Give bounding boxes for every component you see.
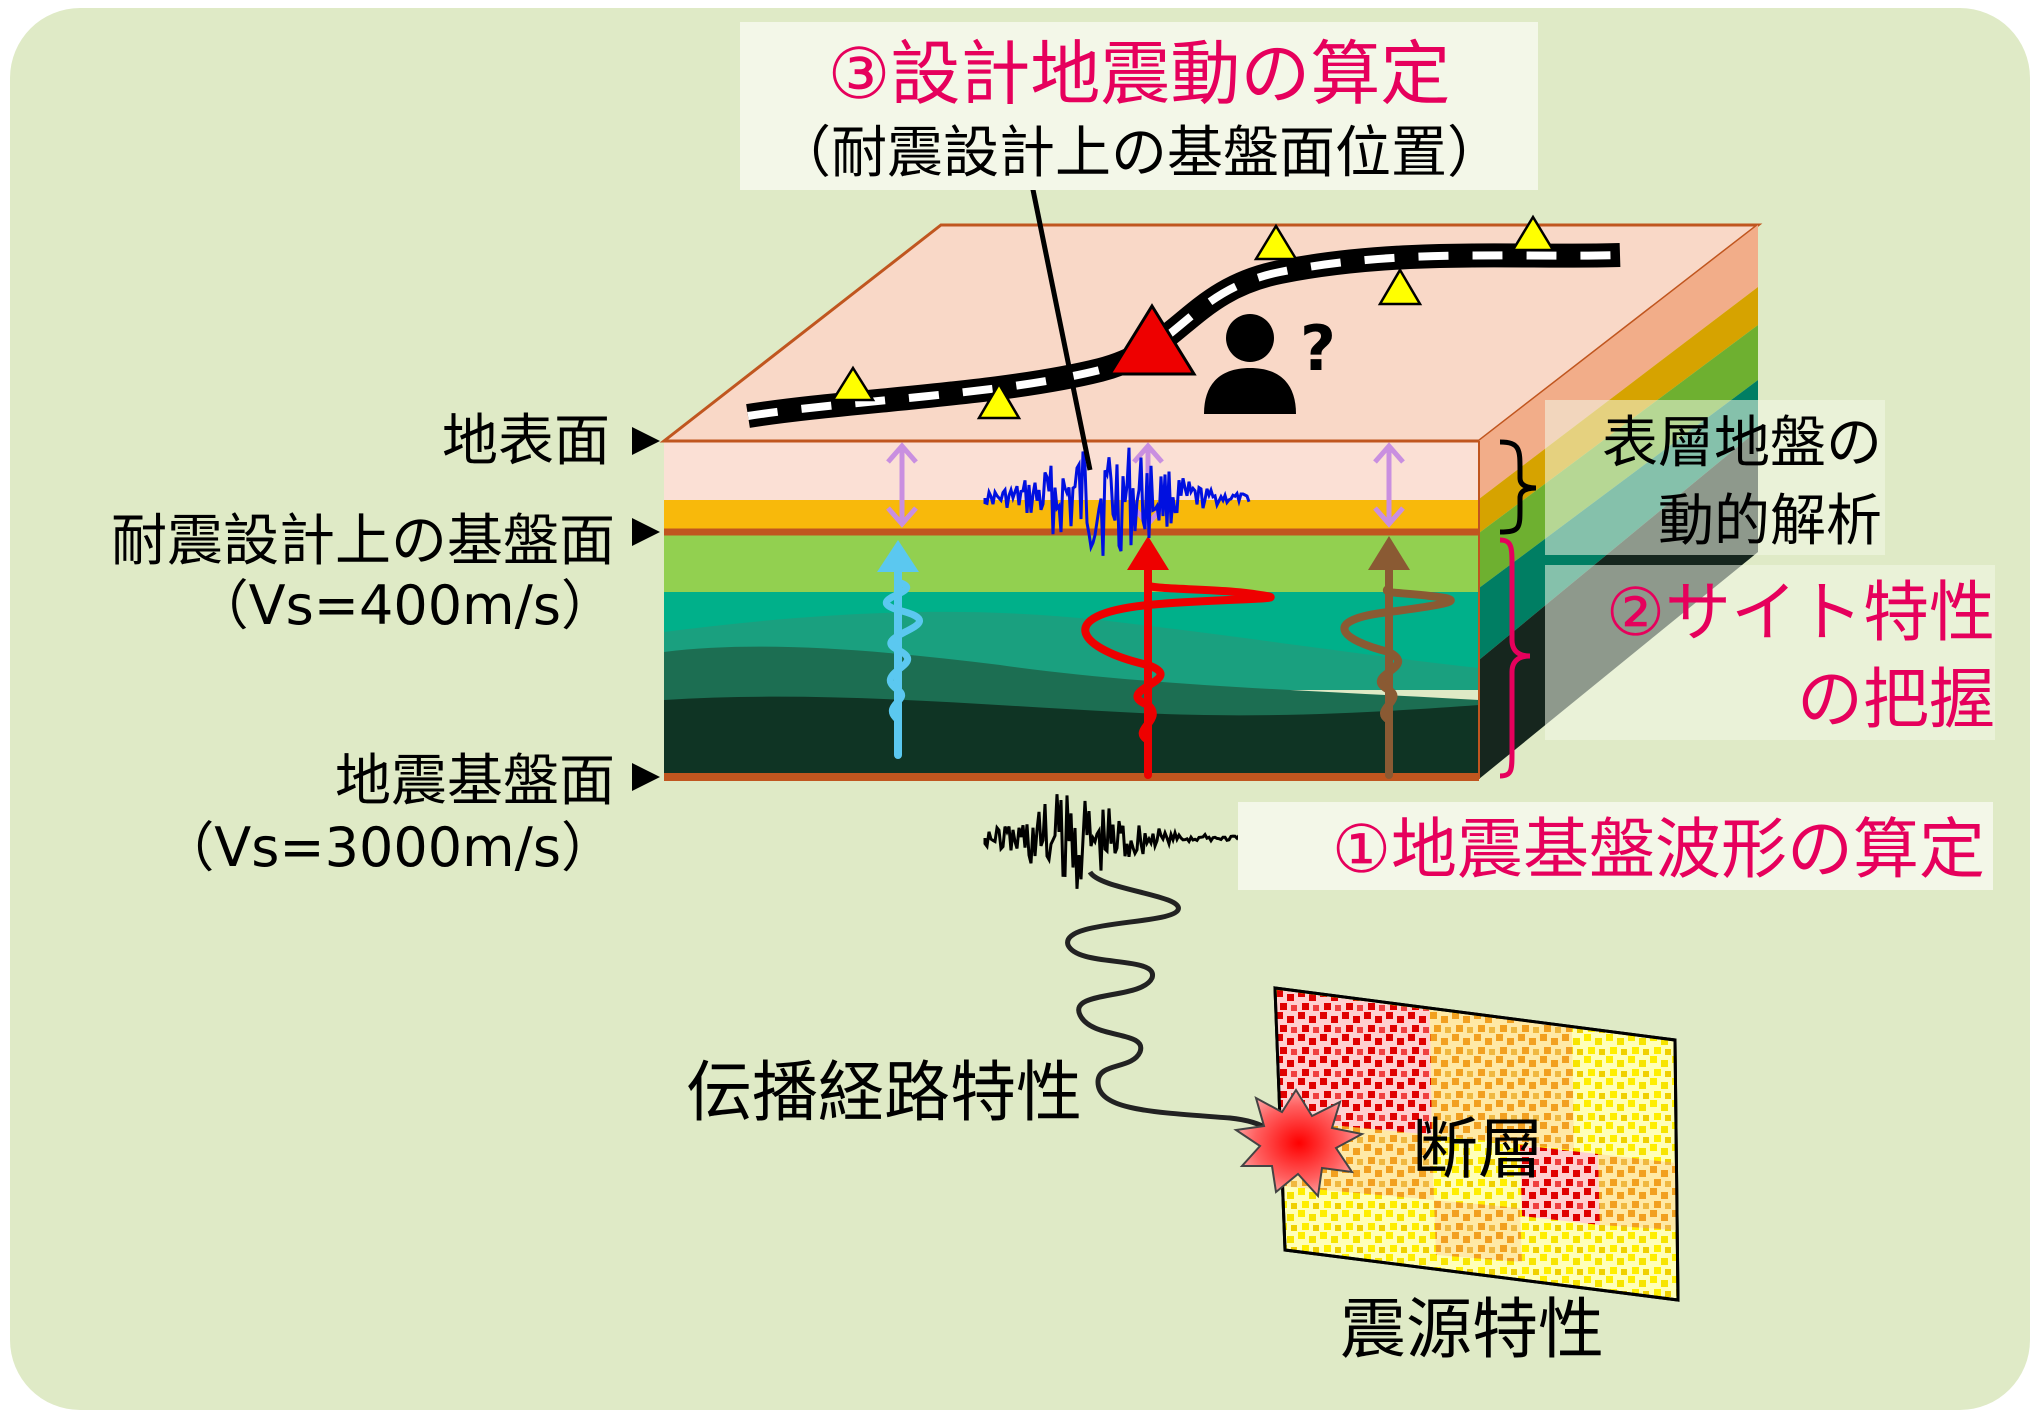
step3-leader-line	[1027, 174, 1093, 471]
engineering-base-vs: （Vs=400m/s）	[195, 574, 615, 637]
front-layer-deep	[664, 696, 1479, 779]
step3-title: ③設計地震動の算定	[828, 33, 1451, 115]
step1-label: ①地震基盤波形の算定	[1332, 811, 1985, 888]
ground-surface-label: 地表面	[442, 409, 610, 474]
surface-layer-brace	[1499, 439, 1537, 535]
fault-plane	[1273, 986, 1680, 1302]
surface-analysis-line1: 表層地盤の	[1602, 411, 1882, 476]
person-icon	[1204, 314, 1296, 414]
epicenter-burst-icon	[1233, 1088, 1365, 1199]
step2-line1: ②サイト特性	[1606, 574, 1995, 651]
source-label: 震源特性	[1340, 1291, 1604, 1368]
seismic-base-seismogram	[983, 794, 1247, 889]
propagation-label: 伝播経路特性	[686, 1054, 1082, 1131]
light-blue-wave-arrow	[877, 540, 923, 759]
seismic-base-vs: （Vs=3000m/s）	[160, 816, 615, 879]
engineering-base-pointer	[632, 518, 660, 546]
engineering-base-seismogram	[983, 447, 1251, 556]
surface-analysis-box	[1545, 400, 1885, 555]
fault-label: 断層	[1412, 1111, 1544, 1188]
site-characteristic-brace	[1499, 537, 1531, 779]
step2-label-box	[1545, 565, 1995, 740]
railway-icon	[746, 243, 1621, 428]
step3-label-box	[740, 22, 1538, 190]
seismic-base-label: 地震基盤面	[335, 749, 615, 814]
question-mark-icon: ?	[1300, 312, 1336, 385]
surface-analysis-line2: 動的解析	[1658, 489, 1882, 554]
propagation-path	[1065, 870, 1272, 1133]
red-wave-arrow	[1081, 536, 1275, 779]
yellow-triangle-marker-icon	[830, 214, 1556, 420]
seismic-base-pointer	[632, 763, 660, 791]
step1-label-box	[1238, 802, 1993, 890]
ground-surface-pointer	[632, 427, 660, 455]
front-layer-green	[664, 530, 1479, 592]
red-triangle-marker-icon	[1107, 303, 1197, 376]
engineering-base-label: 耐震設計上の基盤面	[111, 509, 615, 574]
step2-line2: の把握	[1797, 661, 1995, 738]
brown-wave-arrow	[1340, 536, 1455, 779]
step3-subtitle: （耐震設計上の基盤面位置）	[775, 121, 1503, 186]
